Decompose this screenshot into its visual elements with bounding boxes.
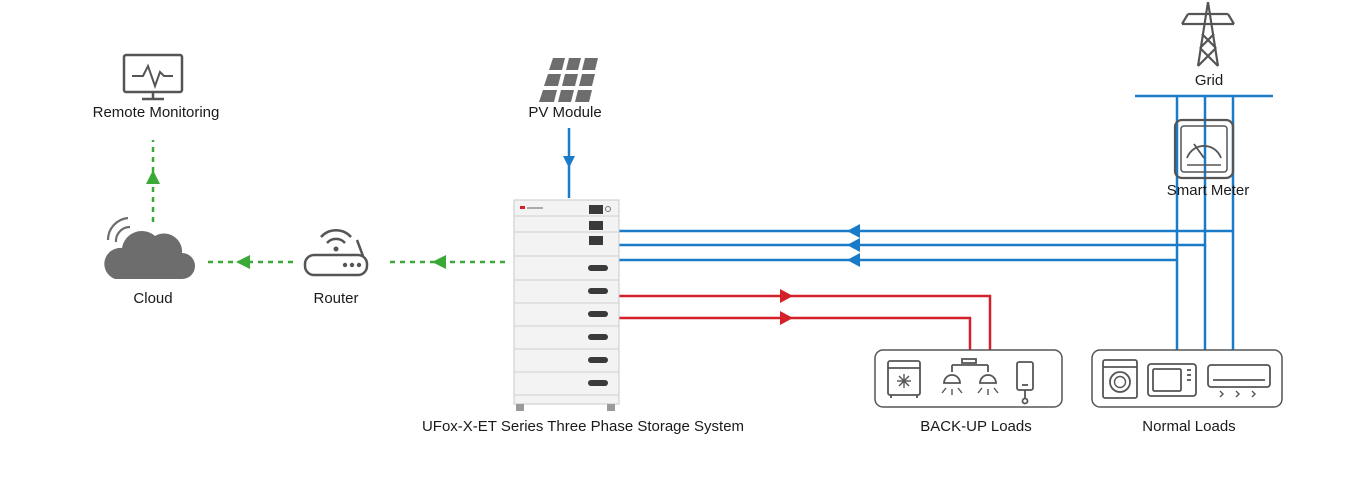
arrow-left-icon — [847, 224, 860, 238]
washing-machine-icon — [1102, 359, 1138, 399]
freezer-icon — [887, 360, 921, 398]
arrow-right-icon — [780, 311, 793, 325]
router-label: Router — [313, 290, 359, 307]
microwave-icon — [1147, 363, 1197, 397]
grid-arrows — [847, 224, 860, 267]
pv-line — [563, 128, 575, 198]
arrow-left-icon — [236, 255, 250, 269]
arrow-right-icon — [780, 289, 793, 303]
grid-label: Grid — [1194, 72, 1224, 89]
storage-system-label: UFox-X-ET Series Three Phase Storage Sys… — [421, 418, 745, 435]
smart-meter-label: Smart Meter — [1166, 182, 1250, 199]
ceiling-lamp-icon — [941, 358, 999, 395]
arrow-left-icon — [432, 255, 446, 269]
cloud-wifi-icon — [104, 216, 195, 279]
arrow-left-icon — [847, 238, 860, 252]
meter-gauge-icon — [1173, 118, 1235, 180]
phone-charger-icon — [1016, 361, 1034, 405]
normal-loads-label: Normal Loads — [1142, 418, 1236, 435]
wifi-router-icon — [303, 228, 369, 277]
solar-panel-icon — [539, 58, 598, 102]
arrow-down-icon — [563, 156, 575, 168]
pv-module-label: PV Module — [528, 104, 602, 121]
backup-arrows — [780, 289, 793, 325]
normal-loads-box — [1091, 349, 1283, 408]
arrow-left-icon — [847, 253, 860, 267]
monitor-pulse-icon — [122, 53, 184, 101]
storage-stack-icon — [513, 199, 620, 411]
backup-lines — [618, 294, 992, 350]
air-conditioner-icon — [1207, 364, 1271, 398]
cloud-label: Cloud — [133, 290, 173, 307]
transmission-tower-icon — [1181, 1, 1235, 67]
arrow-up-icon — [146, 170, 160, 184]
backup-loads-label: BACK-UP Loads — [920, 418, 1032, 435]
data-links — [146, 140, 505, 269]
remote-monitoring-label: Remote Monitoring — [92, 104, 220, 121]
backup-loads-box — [874, 349, 1063, 408]
